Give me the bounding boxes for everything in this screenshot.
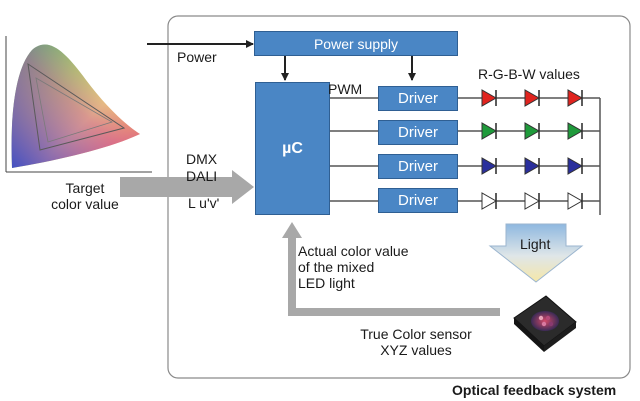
driver-label: Driver bbox=[398, 124, 438, 141]
diagram-caption: Optical feedback system bbox=[452, 382, 617, 398]
driver-block-green: Driver bbox=[378, 120, 458, 145]
target-line-2: color value bbox=[51, 196, 119, 212]
luv-label: L u'v' bbox=[188, 195, 220, 211]
led-red-3 bbox=[567, 89, 584, 107]
actual-line-3: LED light bbox=[298, 275, 355, 291]
led-red-1 bbox=[481, 89, 498, 107]
actual-color-label: Actual color value of the mixed LED ligh… bbox=[298, 243, 409, 291]
driver-block-red: Driver bbox=[378, 86, 458, 111]
led-blue-2 bbox=[524, 157, 541, 175]
driver-block-white: Driver bbox=[378, 188, 458, 213]
actual-line-1: Actual color value bbox=[298, 243, 409, 259]
rgbw-values-label: R-G-B-W values bbox=[478, 66, 580, 82]
driver-label: Driver bbox=[398, 158, 438, 175]
sensor-chip bbox=[513, 295, 577, 352]
target-line-1: Target bbox=[65, 180, 105, 196]
led-white-1 bbox=[481, 192, 498, 210]
led-green-2 bbox=[524, 122, 541, 140]
led-blue-3 bbox=[567, 157, 584, 175]
driver-label: Driver bbox=[398, 90, 438, 107]
led-white-2 bbox=[524, 192, 541, 210]
light-arrow bbox=[488, 223, 584, 283]
target-input-arrow bbox=[120, 170, 254, 204]
led-array bbox=[458, 89, 601, 215]
driver-label: Driver bbox=[398, 192, 438, 209]
sensor-line-1: True Color sensor bbox=[360, 326, 472, 342]
actual-line-2: of the mixed bbox=[298, 259, 375, 275]
led-red-2 bbox=[524, 89, 541, 107]
sensor-line-2: XYZ values bbox=[380, 342, 452, 358]
led-green-1 bbox=[481, 122, 498, 140]
power-supply-label: Power supply bbox=[313, 35, 399, 52]
pwm-lines bbox=[330, 97, 378, 202]
power-supply-block: Power supply bbox=[254, 31, 458, 56]
led-blue-1 bbox=[481, 157, 498, 175]
microcontroller-label: µC bbox=[282, 139, 303, 157]
driver-block-blue: Driver bbox=[378, 154, 458, 179]
cie-diagram bbox=[5, 36, 152, 173]
pwm-label: PWM bbox=[328, 81, 363, 97]
dali-label: DALI bbox=[186, 168, 218, 184]
microcontroller-block: µC bbox=[255, 82, 330, 215]
power-label: Power bbox=[177, 49, 217, 65]
led-white-3 bbox=[567, 192, 584, 210]
sensor-label: True Color sensor XYZ values bbox=[336, 326, 496, 358]
led-green-3 bbox=[567, 122, 584, 140]
light-label: Light bbox=[520, 236, 551, 252]
target-color-label: Target color value bbox=[30, 180, 140, 212]
dmx-label: DMX bbox=[186, 151, 218, 167]
